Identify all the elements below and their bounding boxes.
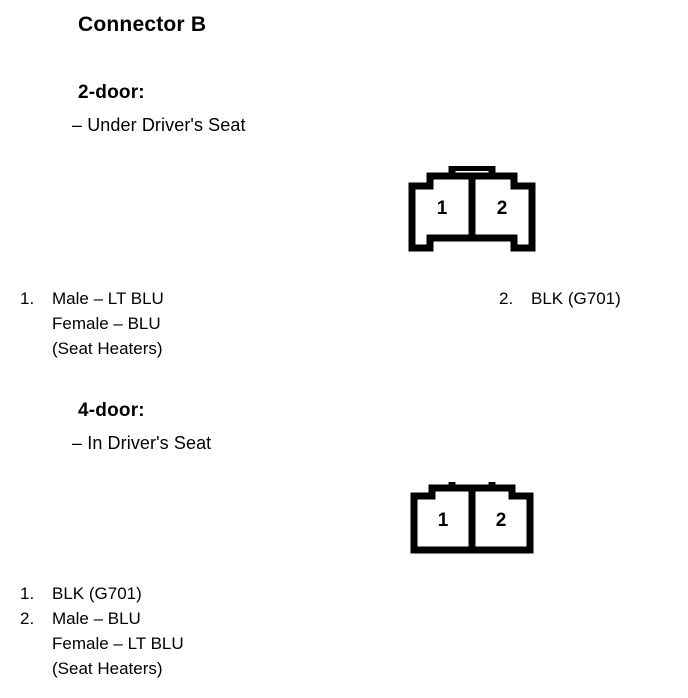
- legend-item: 1. BLK (G701): [20, 581, 184, 606]
- legend-item: 1. Male – LT BLU Female – BLU (Seat Heat…: [20, 286, 164, 361]
- legend-line: Female – BLU: [52, 314, 161, 333]
- legend-4-door-left: 1. BLK (G701) 2. Male – BLU Female – LT …: [20, 581, 184, 681]
- legend-item-number: 2.: [499, 289, 514, 308]
- connector-top-tab: [448, 166, 496, 176]
- legend-item-number: 1.: [20, 584, 35, 603]
- connector-b-4-door-svg: 1 2: [410, 482, 534, 554]
- legend-item-text: Male – BLU Female – LT BLU (Seat Heaters…: [52, 606, 184, 681]
- top-tab-slot: [453, 166, 491, 171]
- legend-line: (Seat Heaters): [52, 659, 163, 678]
- section-heading-4-door: 4-door:: [78, 400, 145, 421]
- legend-line: Male – BLU: [52, 609, 141, 628]
- legend-item: 2. BLK (G701): [499, 286, 621, 311]
- cavity-number-2: 2: [497, 198, 508, 219]
- connector-diagram-4-door: 1 2: [410, 482, 534, 554]
- section-heading-2-door: 2-door:: [78, 82, 145, 103]
- legend-line: Female – LT BLU: [52, 634, 184, 653]
- connector-diagram-2-door: 1 2: [408, 166, 536, 258]
- connector-top-tab: [448, 482, 496, 488]
- legend-line: (Seat Heaters): [52, 339, 163, 358]
- legend-item-number: 1.: [20, 289, 35, 308]
- legend-2-door-right: 2. BLK (G701): [499, 286, 621, 311]
- legend-item-text: Male – LT BLU Female – BLU (Seat Heaters…: [52, 286, 164, 361]
- cavity-number-1: 1: [437, 198, 448, 219]
- section-location-2-door: – Under Driver's Seat: [72, 115, 246, 135]
- legend-item-text: BLK (G701): [531, 286, 621, 311]
- cavity-number-1: 1: [438, 510, 449, 531]
- section-location-4-door: – In Driver's Seat: [72, 433, 212, 453]
- legend-line: BLK (G701): [52, 584, 142, 603]
- legend-line: BLK (G701): [531, 289, 621, 308]
- connector-body-outline: [410, 484, 534, 554]
- legend-item-number: 2.: [20, 609, 35, 628]
- legend-item-text: BLK (G701): [52, 581, 142, 606]
- page-title: Connector B: [78, 13, 207, 36]
- legend-item: 2. Male – BLU Female – LT BLU (Seat Heat…: [20, 606, 184, 681]
- cavity-number-2: 2: [496, 510, 507, 531]
- legend-2-door-left: 1. Male – LT BLU Female – BLU (Seat Heat…: [20, 286, 164, 361]
- connector-b-2-door-svg: 1 2: [408, 166, 536, 252]
- legend-line: Male – LT BLU: [52, 289, 164, 308]
- connector-body-outline: [408, 172, 536, 252]
